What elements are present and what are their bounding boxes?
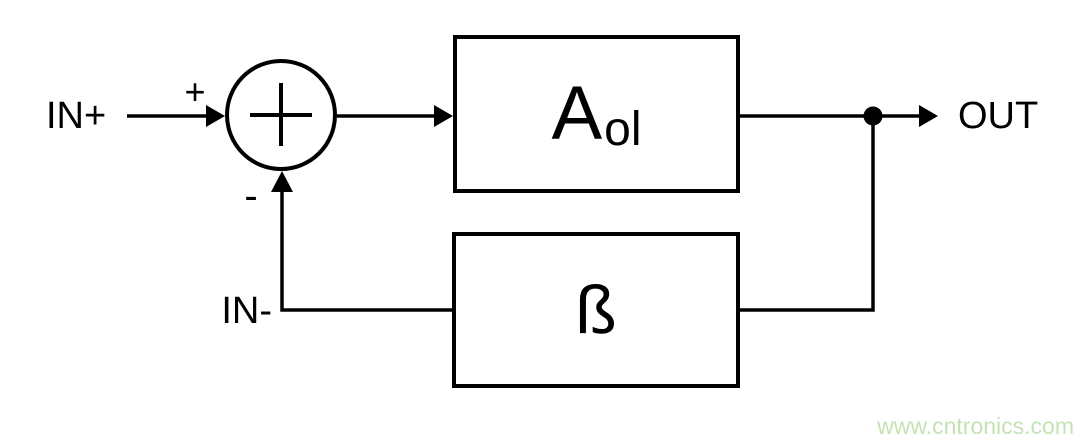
feedback-arrowhead-icon <box>271 171 293 192</box>
gain-symbol: A <box>551 71 603 156</box>
minus-sign-label: - <box>244 174 258 218</box>
gain-input-arrowhead-icon <box>434 105 453 127</box>
feedback-block-box <box>452 232 740 388</box>
feedback-right-line <box>740 116 875 312</box>
input-arrowhead-icon <box>206 105 225 127</box>
watermark-text: www.cntronics.com <box>877 413 1074 439</box>
output-label: OUT <box>958 95 1039 137</box>
output-arrowhead-icon <box>919 105 938 127</box>
feedback-input-label: IN- <box>221 290 272 332</box>
gain-subscript: ol <box>604 103 642 156</box>
input-label: IN+ <box>46 95 107 137</box>
plus-sign-label: + <box>184 71 206 112</box>
feedback-left-line <box>280 192 452 312</box>
gain-block-label: A ol <box>453 35 740 193</box>
gain-block-box <box>453 35 740 193</box>
feedback-block-label: ß <box>575 272 617 348</box>
